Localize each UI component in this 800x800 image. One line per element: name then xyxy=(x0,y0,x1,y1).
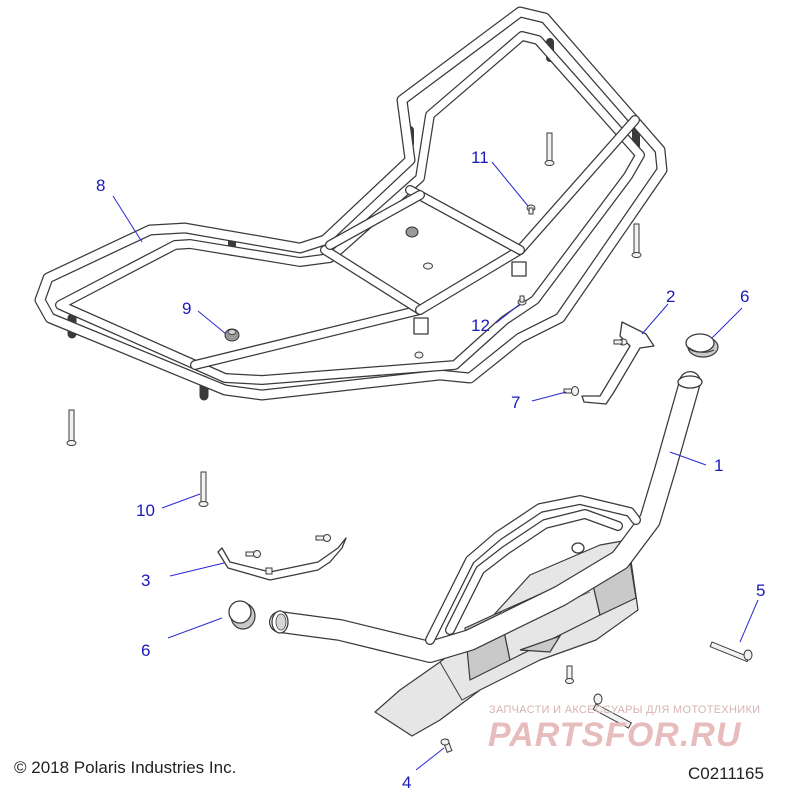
end-cap-left-part xyxy=(228,600,256,630)
rack-side-bolt xyxy=(631,223,642,258)
copyright-notice: © 2018 Polaris Industries Inc. xyxy=(14,758,237,777)
callout-9: 9 xyxy=(182,299,191,318)
rack-bolt-part xyxy=(526,132,555,215)
drawing-code: C0211165 xyxy=(688,764,764,783)
rack-long-bolt-part xyxy=(66,409,209,507)
end-cap-right-part xyxy=(685,333,719,358)
leader-lines xyxy=(112,161,759,771)
callout-1: 1 xyxy=(714,456,723,475)
callout-10: 10 xyxy=(136,501,155,520)
right-bracket-part xyxy=(581,321,655,405)
bumper-long-bolt-part xyxy=(709,641,753,663)
front-bumper-assembly xyxy=(269,371,703,737)
bracket-screw-part xyxy=(563,386,579,396)
watermark-tagline: ЗАПЧАСТИ И АКСЕССУАРЫ ДЛЯ МОТОТЕХНИКИ xyxy=(489,704,761,716)
callout-12: 12 xyxy=(471,316,490,335)
watermark-logo: PARTSFOR.RU xyxy=(488,716,742,754)
rack-nut-part xyxy=(224,328,240,342)
left-bracket-part xyxy=(217,534,347,581)
bumper-bolt-part xyxy=(440,665,632,753)
callout-8: 8 xyxy=(96,176,105,195)
callout-7: 7 xyxy=(511,393,520,412)
front-rack-assembly xyxy=(34,6,668,401)
callout-2: 2 xyxy=(666,287,675,306)
callout-6-left: 6 xyxy=(141,641,150,660)
callout-3: 3 xyxy=(141,571,150,590)
callout-5: 5 xyxy=(756,581,765,600)
callout-6-right: 6 xyxy=(740,287,749,306)
rack-small-bolt-part xyxy=(517,295,527,306)
callout-labels: 1 2 3 4 5 6 6 7 8 9 10 11 12 xyxy=(96,148,765,792)
callout-11: 11 xyxy=(471,148,489,167)
callout-4: 4 xyxy=(402,773,411,792)
